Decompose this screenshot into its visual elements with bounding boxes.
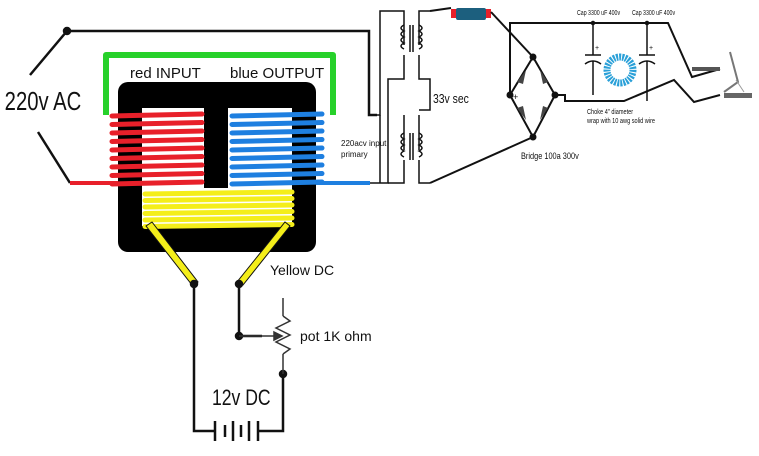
coil-turn (229, 128, 325, 136)
coil-turn (109, 171, 205, 178)
toroid-choke (603, 53, 637, 87)
coil-turn (142, 202, 295, 210)
primary-note-2: primary (341, 150, 368, 159)
battery-symbol (213, 421, 260, 441)
choke-label-1: Choke 4" diameter (587, 108, 633, 116)
coil-turn (229, 137, 325, 144)
yellow-dc-winding (142, 189, 295, 229)
coil-turn (109, 162, 205, 170)
coil-turn (229, 154, 325, 161)
coil-turn (109, 137, 205, 144)
coil-turn (229, 179, 325, 187)
primary-note-1: 220acv input (341, 139, 387, 148)
series-inductor (451, 8, 491, 20)
welding-transformer (370, 10, 431, 184)
coil-turn (142, 209, 295, 216)
coil-turn (229, 171, 325, 178)
battery-label: 12v DC (212, 386, 271, 410)
capacitor-1-label: Cap 3300 uF 400v (577, 9, 621, 17)
coil-turn (229, 111, 325, 119)
coil-turn (229, 162, 325, 170)
potentiometer-symbol (239, 298, 292, 374)
yellow-dc-label: Yellow DC (270, 262, 334, 278)
coil-turn (142, 196, 295, 203)
red-winding-label: red INPUT (130, 65, 201, 82)
coil-turn (142, 215, 295, 223)
coil-turn (109, 128, 205, 136)
coil-turn (229, 120, 325, 127)
ac-source-label: 220v AC (5, 87, 82, 116)
capacitor-1-plus: + (595, 45, 599, 52)
bridge-wiring (429, 7, 721, 184)
coil-turn (109, 120, 205, 127)
workpiece (724, 93, 752, 98)
capacitor-2 (638, 20, 656, 101)
coil-turn (109, 111, 205, 119)
bridge-minus: - (555, 92, 558, 102)
blue-output-winding (229, 111, 325, 187)
yellow-dc-leads (145, 221, 291, 286)
capacitor-2-label: Cap 3300 uF 400v (632, 9, 676, 17)
bridge-diodes (517, 70, 548, 120)
coil-turn (142, 222, 295, 229)
bridge-plus: + (513, 92, 518, 102)
electrode-holder (692, 51, 745, 93)
bridge-label: Bridge 100a 300v (521, 151, 580, 161)
coil-turn (109, 145, 205, 153)
coil-turn (109, 154, 205, 161)
blue-winding-label: blue OUTPUT (230, 65, 324, 82)
choke-label-2: wrap with 10 awg solid wire (586, 117, 655, 125)
pot-label: pot 1K ohm (300, 328, 372, 344)
red-input-winding (109, 111, 205, 187)
coil-turn (142, 189, 295, 197)
capacitor-2-plus: + (649, 45, 653, 52)
ac-source-wires (29, 26, 377, 184)
coil-turn (229, 145, 325, 153)
green-loop-wire (103, 52, 336, 115)
coil-turn (109, 179, 205, 187)
secondary-label: 33v sec (433, 92, 469, 106)
capacitor-1 (584, 20, 602, 95)
